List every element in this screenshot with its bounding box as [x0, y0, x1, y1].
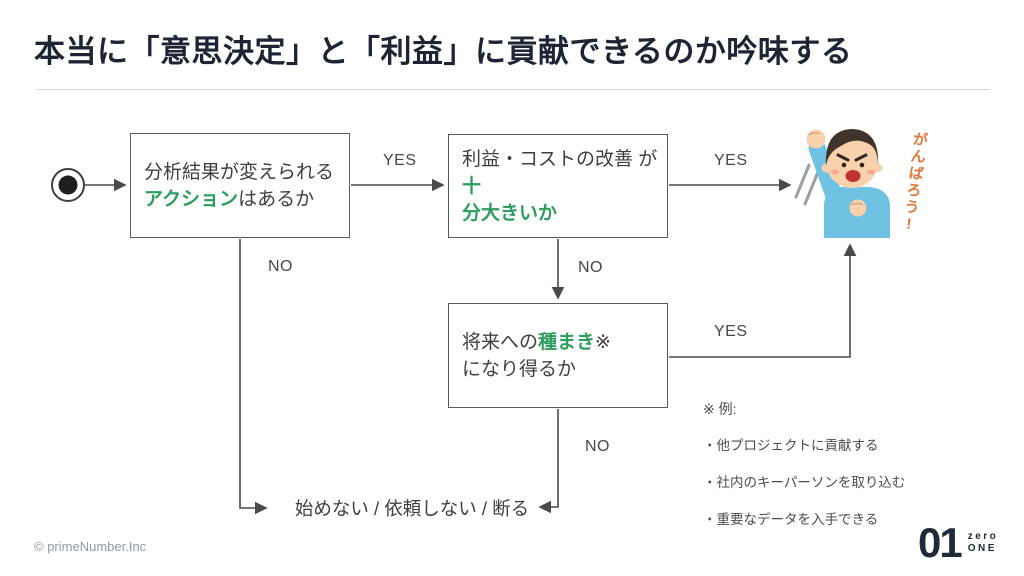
- note-item-2: ・社内のキーパーソンを取り込む: [703, 475, 906, 490]
- motion-lines: [794, 163, 820, 206]
- note-item-3: ・重要なデータを入手できる: [703, 512, 879, 527]
- notes-block: ※ 例: ・他プロジェクトに貢献する ・社内のキーパーソンを取り込む ・重要なデ…: [703, 399, 905, 545]
- label-no-box2: NO: [578, 259, 603, 276]
- arrow-box3-no-to-reject: [538, 409, 559, 514]
- arrow-box3-yes-to-person: [669, 243, 857, 358]
- notes-heading: ※ 例:: [703, 401, 737, 417]
- box1-line1: 分析結果が変えられる: [144, 161, 335, 183]
- flow-box-future-seed: 将来への種まき※ になり得るか: [448, 303, 668, 408]
- person-body: [806, 129, 890, 238]
- flow-box-profit-improvement: 利益・コストの改善 が十 分大きいか: [448, 134, 668, 238]
- logo-wordmark: zero ONE: [968, 531, 999, 555]
- label-yes-box3: YES: [714, 323, 748, 340]
- zeroone-logo: 01 zero ONE: [918, 522, 998, 564]
- box1-line2: アクションはあるか: [144, 188, 315, 210]
- arrow-box1-no-to-reject: [239, 239, 268, 515]
- title-divider: [36, 89, 990, 90]
- page-title: 本当に「意思決定」と「利益」に貢献できるのか吟味する: [34, 34, 853, 69]
- cheering-person-illustration: [794, 129, 890, 238]
- logo-numbers: 01: [918, 519, 963, 566]
- box2-line2: 分大きいか: [462, 202, 558, 224]
- copyright-text: © primeNumber.Inc: [34, 539, 147, 554]
- logo-word-one: ONE: [967, 543, 997, 554]
- reject-text: 始めない / 依頼しない / 断る: [294, 498, 530, 519]
- box3-line2: になり得るか: [462, 358, 577, 380]
- label-yes-box1: YES: [383, 152, 417, 169]
- start-node-dot: [58, 175, 78, 195]
- label-yes-box2: YES: [714, 152, 748, 169]
- connector-lines: [51, 168, 857, 515]
- label-no-box1: NO: [268, 258, 293, 275]
- label-no-box3: NO: [585, 438, 610, 455]
- note-item-1: ・他プロジェクトに貢献する: [703, 438, 879, 453]
- logo-word-zero: zero: [967, 531, 999, 542]
- flow-box-action-exists: 分析結果が変えられる アクションはあるか: [130, 133, 350, 238]
- box2-line1: 利益・コストの改善 が十: [462, 148, 658, 197]
- box3-line1: 将来への種まき※: [462, 331, 611, 353]
